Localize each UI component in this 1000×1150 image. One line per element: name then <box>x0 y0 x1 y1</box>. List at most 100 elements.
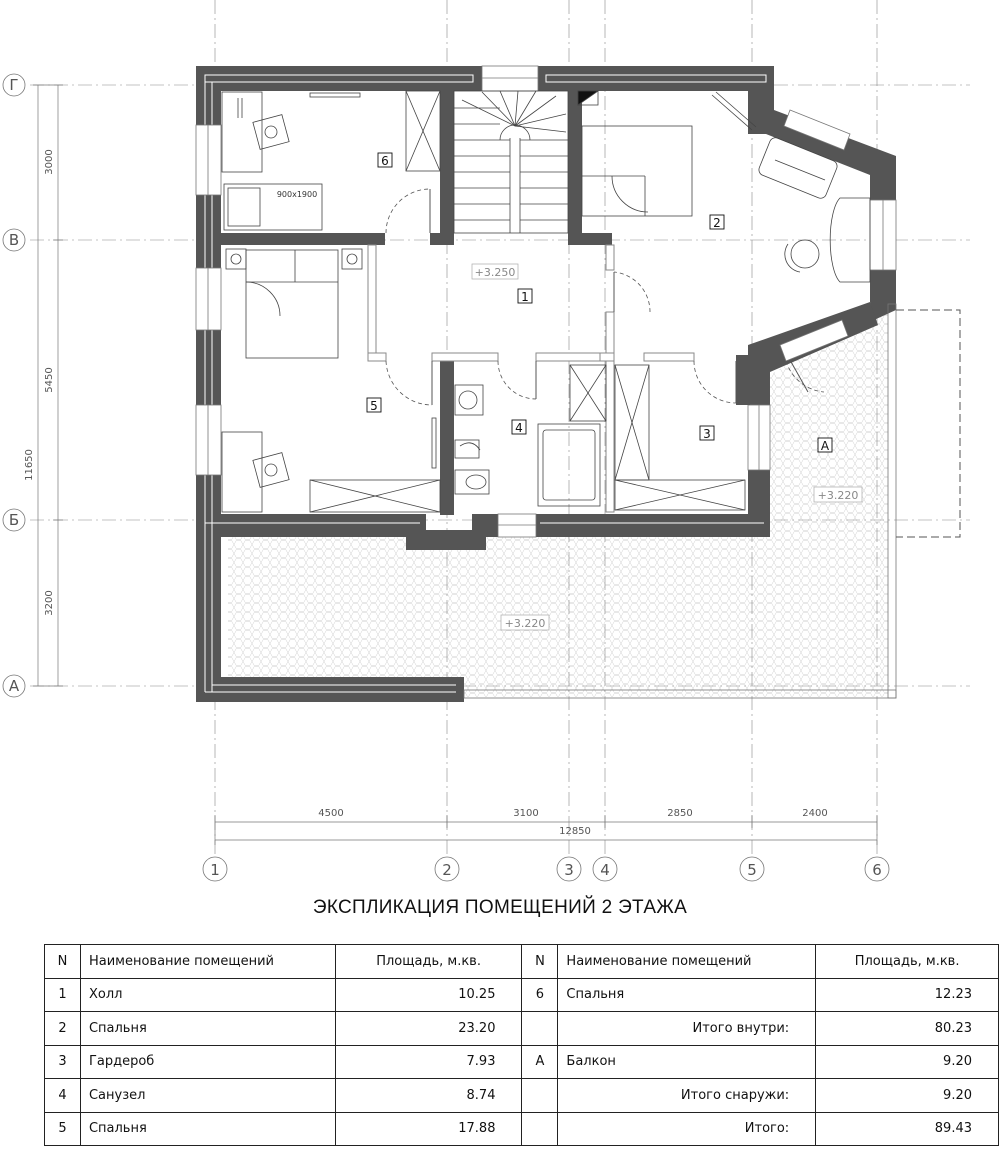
bottom-dimension-chain <box>214 815 878 845</box>
cell-name-left: Гардероб <box>79 1044 336 1079</box>
cell-area-left: 17.88 <box>334 1111 523 1146</box>
room-number-2: 2 <box>713 216 721 230</box>
dim-2850: 2850 <box>667 808 692 819</box>
cell-n-left: 3 <box>44 1044 81 1079</box>
header-name-right: Наименование помещений <box>557 944 817 979</box>
dim-3200: 3200 <box>44 590 55 615</box>
cell-area-left: 8.74 <box>334 1078 523 1113</box>
windows <box>195 65 897 538</box>
cell-n-left: 4 <box>44 1078 81 1113</box>
axis-label-b: Б <box>9 511 19 529</box>
header-name-left: Наименование помещений <box>79 944 336 979</box>
room2-furniture <box>577 90 871 283</box>
balcony-paving <box>770 305 888 537</box>
axis-label-5: 5 <box>747 861 757 879</box>
cell-area-left: 7.93 <box>334 1044 523 1079</box>
cell-n-left: 5 <box>44 1111 81 1146</box>
axis-label-a: А <box>9 677 20 695</box>
cell-name-right: Балкон <box>557 1044 817 1079</box>
cell-n-right <box>521 1111 559 1146</box>
cell-name-left: Спальня <box>79 1111 336 1146</box>
wardrobe-furniture <box>614 364 746 511</box>
axis-label-v: В <box>9 231 19 249</box>
axis-label-6: 6 <box>872 861 882 879</box>
level-box-balcony <box>813 486 863 503</box>
table-header-row: N Наименование помещений Площадь, м.кв. … <box>44 944 999 979</box>
header-area-right: Площадь, м.кв. <box>815 944 999 979</box>
cell-name-right: Итого внутри: <box>557 1011 817 1046</box>
terrace-paving <box>228 537 888 697</box>
light-partitions <box>367 244 695 513</box>
bathroom-fixtures <box>454 364 607 507</box>
door-swings <box>385 188 825 406</box>
cell-n-right: 6 <box>521 977 559 1012</box>
floor-plan: 3000 5450 3200 11650 4500 3100 2850 2400… <box>2 0 970 882</box>
explication-title: ЭКСПЛИКАЦИЯ ПОМЕЩЕНИЙ 2 ЭТАЖА <box>312 897 688 918</box>
room-number-1: 1 <box>521 290 529 304</box>
balcony-outline-dashed <box>896 309 961 538</box>
dim-2400: 2400 <box>802 808 827 819</box>
dim-4500: 4500 <box>318 808 343 819</box>
cell-name-left: Холл <box>79 977 336 1012</box>
room5-furniture <box>221 248 441 513</box>
cell-area-right: 89.43 <box>815 1111 999 1146</box>
cell-n-right <box>521 1078 559 1113</box>
bay-window-bottom <box>779 319 849 362</box>
cell-name-left: Спальня <box>79 1011 336 1046</box>
axis-label-4: 4 <box>600 861 610 879</box>
cell-area-right: 9.20 <box>815 1078 999 1113</box>
cell-n-left: 2 <box>44 1011 81 1046</box>
cell-area-right: 12.23 <box>815 977 999 1012</box>
room-number-boxes <box>366 152 833 453</box>
room-number-4: 4 <box>515 421 523 435</box>
cell-n-left: 1 <box>44 977 81 1012</box>
cell-area-left: 10.25 <box>334 977 523 1012</box>
cell-name-right: Спальня <box>557 977 817 1012</box>
dim-3100: 3100 <box>513 808 538 819</box>
cell-name-left: Санузел <box>79 1078 336 1113</box>
interior-walls <box>221 88 750 515</box>
staircase <box>453 90 569 234</box>
room-number-a: A <box>821 439 830 453</box>
balcony-rail-right <box>887 303 897 699</box>
level-hall: +3.250 <box>475 266 516 279</box>
cell-n-right <box>521 1011 559 1046</box>
cell-name-right: Итого снаружи: <box>557 1078 817 1113</box>
level-terrace: +3.220 <box>505 617 546 630</box>
left-dimension-chain <box>33 84 63 687</box>
axis-bubbles-vertical <box>202 856 890 882</box>
header-area-left: Площадь, м.кв. <box>334 944 523 979</box>
axis-label-2: 2 <box>442 861 452 879</box>
room-number-6: 6 <box>381 154 389 168</box>
dim-3000: 3000 <box>44 149 55 174</box>
cell-area-right: 80.23 <box>815 1011 999 1046</box>
room6-furniture <box>221 90 441 231</box>
dim-5450: 5450 <box>44 367 55 392</box>
axis-label-g: Г <box>9 76 18 94</box>
header-n-left: N <box>44 944 81 979</box>
header-n-right: N <box>521 944 559 979</box>
cell-area-left: 23.20 <box>334 1011 523 1046</box>
explication-table: N Наименование помещений Площадь, м.кв. … <box>44 944 999 1146</box>
level-balcony: +3.220 <box>818 489 859 502</box>
bay-window-top <box>783 109 851 151</box>
cell-area-right: 9.20 <box>815 1044 999 1079</box>
explication-body: N Наименование помещений Площадь, м.кв. … <box>44 944 999 1146</box>
level-box-hall <box>471 263 519 280</box>
cell-name-right: Итого: <box>557 1111 817 1146</box>
axis-label-1: 1 <box>210 861 220 879</box>
cell-n-right: A <box>521 1044 559 1079</box>
level-box-terrace <box>500 614 550 631</box>
dim-12850: 12850 <box>559 826 591 837</box>
bed-size-label: 900x1900 <box>277 190 317 199</box>
dim-11650: 11650 <box>24 449 35 481</box>
room-number-3: 3 <box>703 427 711 441</box>
axis-bubbles-horizontal <box>2 73 26 698</box>
room-number-5: 5 <box>370 399 378 413</box>
axis-label-3: 3 <box>564 861 574 879</box>
